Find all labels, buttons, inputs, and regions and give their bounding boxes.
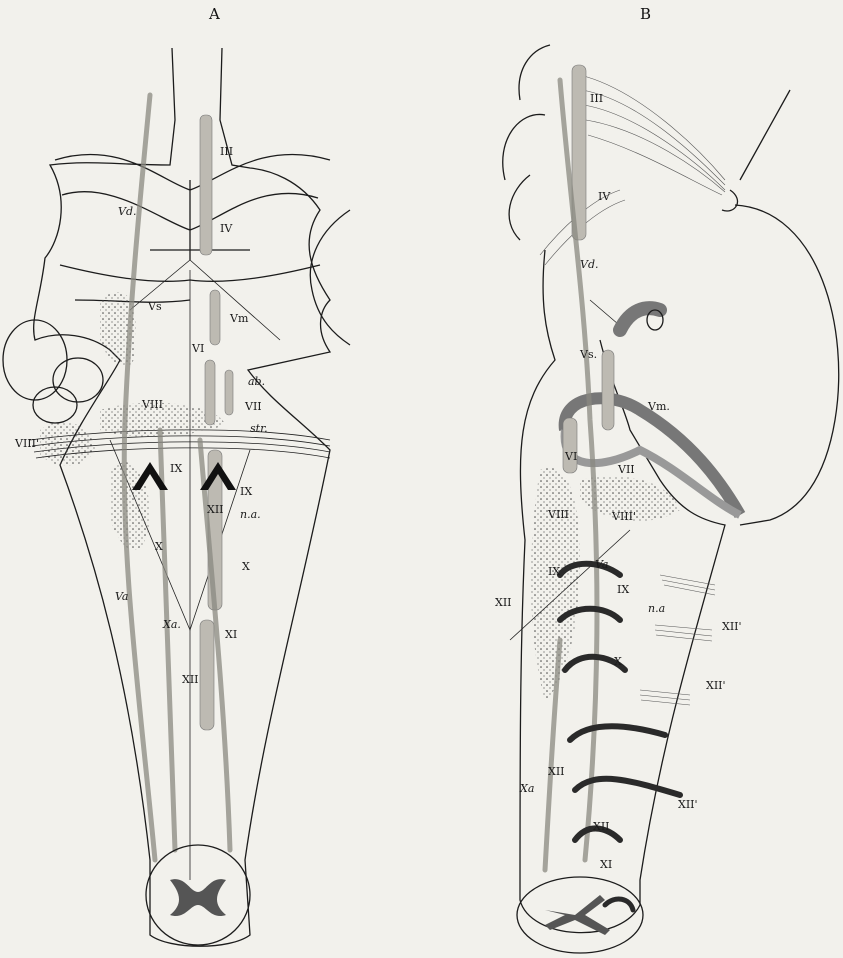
label-a-viii-prime: VIII' <box>14 437 39 450</box>
label-a-xi: XI <box>225 628 237 641</box>
panel-b-trigeminal-root <box>620 308 660 330</box>
label-a-xii-low: XII <box>182 673 199 686</box>
label-a-ab: ab. <box>248 375 265 388</box>
label-a-ix-left: IX <box>170 462 182 475</box>
label-b-na: n.a <box>648 602 665 615</box>
label-a-vi: VI <box>191 342 204 355</box>
label-b-va: Va <box>595 558 609 571</box>
label-a-vii: VII <box>244 400 262 413</box>
label-b-vi: VI <box>564 450 577 463</box>
label-a-vs: Vs <box>147 300 162 313</box>
label-b-xii-mid: XII <box>548 765 565 778</box>
label-b-vs: Vs. <box>579 348 597 361</box>
label-a-xa: Xa. <box>162 618 181 631</box>
panel-b-title: B <box>640 5 651 23</box>
label-b-vd: Vd. <box>580 258 598 271</box>
label-b-ix: IX <box>548 565 560 578</box>
panel-b-xii-prime-stubs <box>640 575 715 705</box>
label-a-iii: III <box>220 145 233 158</box>
label-b-xii-prime-2: XII' <box>706 679 726 692</box>
label-a-x-right: X <box>242 560 250 573</box>
label-b-xii-prime-1: XII' <box>722 620 742 633</box>
label-b-iii: III <box>590 92 603 105</box>
panel-a: A <box>3 5 350 946</box>
panel-b-upper-contour <box>503 45 790 240</box>
label-a-vm: Vm <box>229 312 249 325</box>
panel-b-spinal-cord-section <box>517 877 643 953</box>
panel-a-outline <box>34 48 330 946</box>
label-b-viii: VIII <box>547 508 569 521</box>
panel-a-title: A <box>208 5 220 23</box>
panel-a-ventricle-floor <box>110 260 280 630</box>
label-a-va: Va <box>115 590 129 603</box>
panel-b: B <box>495 5 839 953</box>
label-b-xa: Xa <box>519 782 534 795</box>
label-a-ix-right: IX <box>240 485 252 498</box>
label-a-vd: Vd. <box>118 205 136 218</box>
label-b-xii-prime-3: XII' <box>678 798 698 811</box>
label-b-ix-root: IX <box>617 583 629 596</box>
label-b-iv: IV <box>598 190 611 203</box>
label-b-xii-low: XII <box>593 820 610 833</box>
panel-b-hemisphere <box>735 205 839 525</box>
label-b-vii: VII <box>617 463 635 476</box>
label-b-x: X <box>614 655 622 668</box>
label-b-viii-prime: VIII' <box>611 510 636 523</box>
label-a-iv: IV <box>220 222 233 235</box>
label-b-vm: Vm. <box>647 400 670 413</box>
label-a-str: str. <box>250 422 268 435</box>
label-a-na: n.a. <box>240 508 261 521</box>
label-a-x-left: X <box>155 540 163 553</box>
label-a-xii-mid: XII <box>207 503 224 516</box>
panel-a-stippled-regions <box>40 292 225 550</box>
panel-b-stippled-regions <box>531 468 680 700</box>
label-b-xii-left: XII <box>495 596 512 609</box>
label-a-viii: VIII <box>141 398 163 411</box>
panel-a-spinal-cord-section <box>146 845 250 945</box>
label-b-xi: XI <box>600 858 612 871</box>
panel-a-corpora-quadrigemina <box>55 154 330 260</box>
panel-a-right-hemisphere-edge <box>310 210 350 345</box>
